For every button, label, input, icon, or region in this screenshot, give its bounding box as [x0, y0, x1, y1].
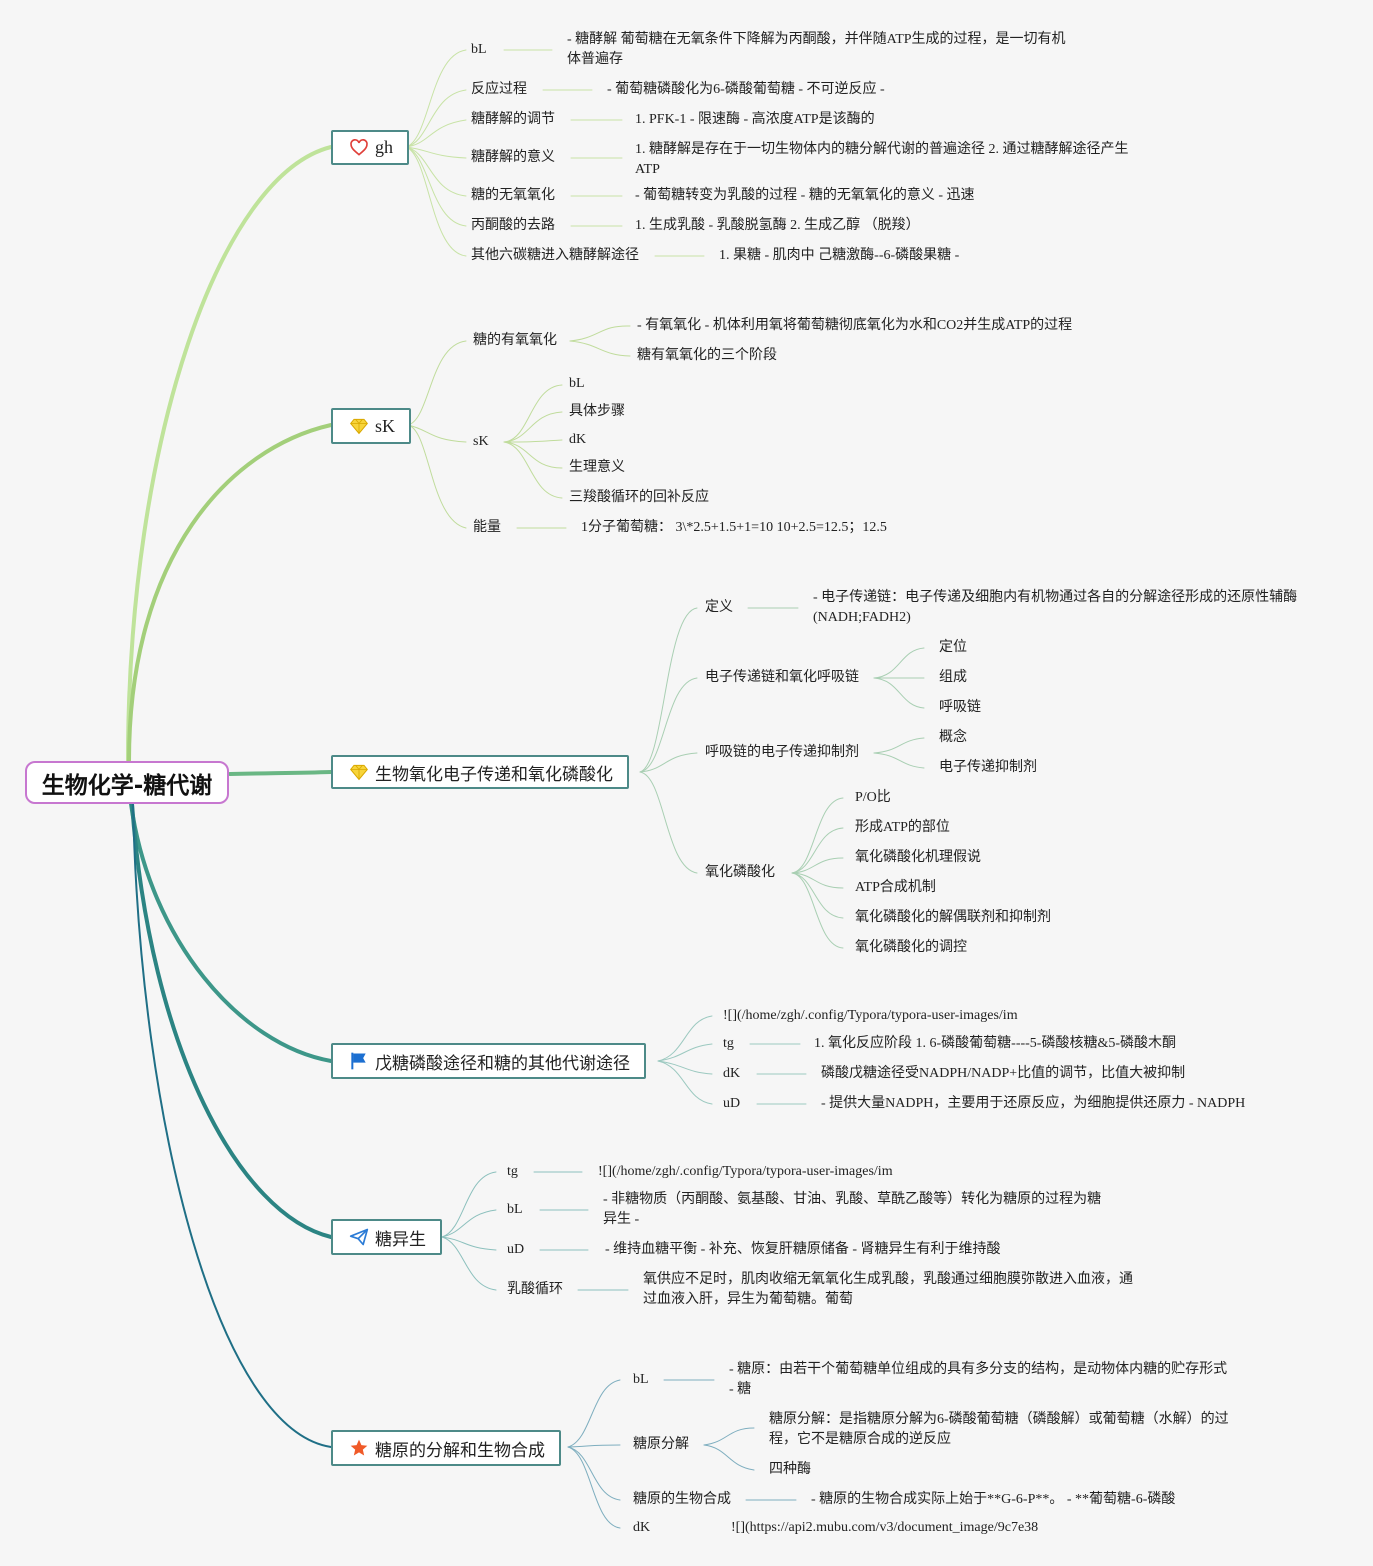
sk-sk-item[interactable]: 生理意义: [569, 460, 625, 475]
gng-child-ud[interactable]: uD: [507, 1242, 525, 1257]
gng-note-tg: ![](/home/zgh/.config/Typora/typora-user…: [598, 1164, 893, 1179]
sk-child-energy[interactable]: 能量: [473, 520, 501, 535]
heart-icon: [349, 138, 369, 158]
gem-icon: [349, 762, 369, 782]
sk-sk-item[interactable]: 三羧酸循环的回补反应: [569, 490, 709, 505]
gem-icon: [349, 416, 369, 436]
gly-note-dk: ![](https://api2.mubu.com/v3/document_im…: [731, 1520, 1039, 1535]
gh-note-pyruvate: 1. 生成乳酸 - 乳酸脱氢酶 2. 生成乙醇 （脱羧）: [635, 218, 920, 233]
gh-note-regulation: 1. PFK-1 - 限速酶 - 高浓度ATP是该酶的: [635, 112, 875, 127]
topic-sk-label: sK: [375, 415, 396, 436]
topic-glycogen-label: 糖原的分解和生物合成: [375, 1440, 545, 1461]
gh-child-reaction[interactable]: 反应过程: [471, 82, 527, 97]
flag-icon: [349, 1051, 369, 1071]
bo-note-definition: - 电子传递链：电子传递及细胞内有机物通过各自的分解途径形成的还原性辅酶(NAD…: [813, 590, 1298, 625]
bo-inhibitor-item[interactable]: 概念: [939, 730, 967, 745]
bo-phos-item[interactable]: 氧化磷酸化的解偶联剂和抑制剂: [855, 910, 1051, 925]
bo-phos-item[interactable]: 形成ATP的部位: [855, 820, 950, 835]
bo-phos-item[interactable]: P/O比: [855, 790, 891, 805]
topic-glycogen[interactable]: 糖原的分解和生物合成: [331, 1430, 561, 1466]
bo-phos-item[interactable]: 氧化磷酸化机理假说: [855, 850, 981, 865]
topic-bio-oxidation-label: 生物氧化电子传递和氧化磷酸化: [375, 764, 613, 785]
gng-note-lactate: 氧供应不足时，肌肉收缩无氧氧化生成乳酸，乳酸通过细胞膜弥散进入血液，通过血液入肝…: [643, 1272, 1133, 1307]
sk-sk-item[interactable]: dK: [569, 432, 587, 447]
pp-note-tg: 1. 氧化反应阶段 1. 6-磷酸葡萄糖----5-磷酸核糖&5-磷酸木酮: [814, 1036, 1177, 1051]
pp-child-image[interactable]: ![](/home/zgh/.config/Typora/typora-user…: [723, 1008, 1018, 1023]
pp-note-dk: 磷酸戊糖途径受NADPH/NADP+比值的调节，比值大被抑制: [821, 1066, 1186, 1081]
sk-sk-item[interactable]: bL: [569, 376, 585, 391]
gng-child-bl[interactable]: bL: [507, 1202, 523, 1217]
bo-phos-item[interactable]: ATP合成机制: [855, 880, 936, 895]
star-icon: [349, 1438, 369, 1458]
topic-bio-oxidation[interactable]: 生物氧化电子传递和氧化磷酸化: [331, 755, 629, 789]
gly-breakdown-item[interactable]: 糖原分解：是指糖原分解为6-磷酸葡萄糖（磷酸解）或葡萄糖（水解）的过程，它不是糖…: [769, 1412, 1229, 1447]
sk-child-aerobic[interactable]: 糖的有氧氧化: [473, 333, 557, 348]
pp-note-ud: - 提供大量NADPH，主要用于还原反应，为细胞提供还原力 - NADPH: [821, 1096, 1246, 1111]
gh-note-bl: - 糖酵解 葡萄糖在无氧条件下降解为丙酮酸，并伴随ATP生成的过程，是一切有机体…: [567, 32, 1066, 67]
root-topic[interactable]: 生物化学-糖代谢: [25, 761, 229, 804]
topic-gluconeogenesis-label: 糖异生: [375, 1229, 426, 1250]
bo-chain-item[interactable]: 组成: [939, 670, 967, 685]
gh-child-anaerobic[interactable]: 糖的无氧氧化: [471, 188, 555, 203]
gly-child-synthesis[interactable]: 糖原的生物合成: [633, 1492, 731, 1507]
gh-child-regulation[interactable]: 糖酵解的调节: [471, 112, 555, 127]
bo-chain-item[interactable]: 呼吸链: [939, 700, 981, 715]
bo-phos-item[interactable]: 氧化磷酸化的调控: [855, 940, 967, 955]
gh-note-significance: 1. 糖酵解是存在于一切生物体内的糖分解代谢的普遍途径 2. 通过糖酵解途径产生…: [635, 142, 1129, 177]
topic-pentose-label: 戊糖磷酸途径和糖的其他代谢途径: [375, 1053, 630, 1074]
gng-note-bl: - 非糖物质（丙酮酸、氨基酸、甘油、乳酸、草酰乙酸等）转化为糖原的过程为糖异生 …: [603, 1192, 1102, 1227]
bo-inhibitor-item[interactable]: 电子传递抑制剂: [939, 760, 1037, 775]
gh-note-anaerobic: - 葡萄糖转变为乳酸的过程 - 糖的无氧氧化的意义 - 迅速: [635, 188, 975, 203]
pp-child-ud[interactable]: uD: [723, 1096, 741, 1111]
topic-pentose[interactable]: 戊糖磷酸途径和糖的其他代谢途径: [331, 1043, 646, 1079]
gh-child-hexoses[interactable]: 其他六碳糖进入糖酵解途径: [471, 248, 639, 263]
topic-sk[interactable]: sK: [331, 408, 412, 444]
gh-child-significance[interactable]: 糖酵解的意义: [471, 150, 555, 165]
sk-aerobic-item[interactable]: 糖有氧氧化的三个阶段: [637, 348, 777, 363]
bo-child-chain[interactable]: 电子传递链和氧化呼吸链: [705, 670, 859, 685]
bo-child-phosphorylation[interactable]: 氧化磷酸化: [705, 865, 775, 880]
gly-child-breakdown[interactable]: 糖原分解: [633, 1437, 689, 1452]
gng-child-lactate[interactable]: 乳酸循环: [507, 1282, 563, 1297]
sk-sk-item[interactable]: 具体步骤: [569, 404, 625, 419]
bo-child-inhibitor[interactable]: 呼吸链的电子传递抑制剂: [705, 745, 859, 760]
pp-child-tg[interactable]: tg: [723, 1036, 734, 1051]
gng-note-ud: - 维持血糖平衡 - 补充、恢复肝糖原储备 - 肾糖异生有利于维持酸: [605, 1242, 1001, 1257]
gly-note-bl: - 糖原：由若干个葡萄糖单位组成的具有多分支的结构，是动物体内糖的贮存形式 - …: [729, 1362, 1228, 1397]
topic-gh-label: gh: [375, 137, 393, 157]
bo-child-definition[interactable]: 定义: [705, 600, 733, 615]
topic-gh[interactable]: gh: [331, 130, 409, 165]
pp-child-dk[interactable]: dK: [723, 1066, 741, 1081]
gng-child-tg[interactable]: tg: [507, 1164, 518, 1179]
sk-aerobic-item[interactable]: - 有氧氧化 - 机体利用氧将葡萄糖彻底氧化为水和CO2并生成ATP的过程: [637, 318, 1073, 333]
bo-chain-item[interactable]: 定位: [939, 640, 967, 655]
gh-note-reaction: - 葡萄糖磷酸化为6-磷酸葡萄糖 - 不可逆反应 -: [607, 82, 885, 97]
gly-child-bl[interactable]: bL: [633, 1372, 649, 1387]
sk-note-energy: 1分子葡萄糖： 3\*2.5+1.5+1=10 10+2.5=12.5；12.5: [581, 520, 887, 535]
gh-child-pyruvate[interactable]: 丙酮酸的去路: [471, 218, 555, 233]
gly-breakdown-item[interactable]: 四种酶: [769, 1462, 811, 1477]
send-icon: [349, 1227, 369, 1247]
gly-note-synthesis: - 糖原的生物合成实际上始于**G-6-P**。 - **葡萄糖-6-磷酸: [811, 1492, 1176, 1507]
gly-child-dk[interactable]: dK: [633, 1520, 651, 1535]
gh-child-bl[interactable]: bL: [471, 42, 487, 57]
sk-child-sk[interactable]: sK: [473, 434, 489, 449]
gh-note-hexoses: 1. 果糖 - 肌肉中 己糖激酶--6-磷酸果糖 -: [719, 248, 960, 263]
topic-gluconeogenesis[interactable]: 糖异生: [331, 1219, 442, 1255]
